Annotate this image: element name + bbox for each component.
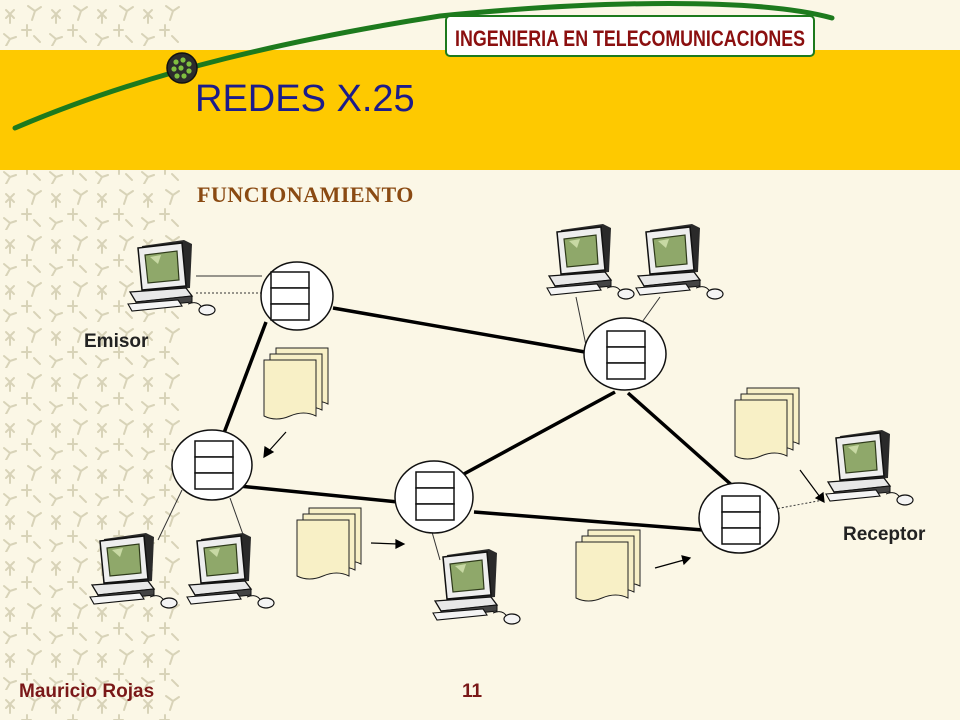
access-line-receptor-dotted bbox=[769, 499, 824, 511]
title-bullet-icon bbox=[166, 52, 198, 84]
trunk-link-3-4 bbox=[228, 483, 399, 504]
access-line-bottom-left bbox=[157, 489, 183, 541]
receptor-computer-icon bbox=[825, 430, 914, 506]
access-line-bottom-right bbox=[229, 497, 246, 541]
flow-arrow-2-head bbox=[395, 539, 406, 549]
switch-node-2 bbox=[583, 317, 667, 391]
computer-icon bbox=[546, 224, 635, 300]
computer-icon bbox=[186, 533, 275, 609]
flow-arrow-3 bbox=[654, 559, 685, 569]
emisor-computer-icon bbox=[127, 240, 216, 316]
computer-icon bbox=[432, 549, 521, 625]
packet-stack-icon bbox=[575, 529, 641, 602]
switch-node-4 bbox=[394, 460, 474, 534]
page-number: 11 bbox=[462, 681, 483, 702]
packet-stack-icon bbox=[263, 347, 329, 420]
footer-author: Mauricio Rojas bbox=[19, 681, 155, 702]
packet-stack-icon bbox=[296, 507, 362, 580]
flow-arrow-1-head bbox=[263, 445, 275, 459]
switch-node-5 bbox=[698, 482, 780, 554]
flow-arrow-2 bbox=[370, 542, 399, 545]
trunk-link-2-5 bbox=[626, 391, 737, 490]
computer-icon bbox=[635, 224, 724, 300]
flow-arrow-1 bbox=[267, 431, 287, 453]
switch-node-1 bbox=[260, 261, 334, 331]
sender-label: Emisor bbox=[84, 331, 149, 352]
receiver-label: Receptor bbox=[843, 524, 926, 545]
trunk-link-1-2 bbox=[332, 306, 586, 354]
trunk-link-1-3 bbox=[222, 321, 268, 434]
title-band bbox=[0, 50, 960, 170]
banner-swoosh bbox=[12, 1, 835, 131]
banner-box bbox=[445, 15, 815, 57]
flow-arrow-3-head bbox=[681, 555, 692, 566]
slide-title: REDES X.25 bbox=[195, 78, 415, 120]
switch-node-3 bbox=[171, 429, 253, 501]
packet-stack-icon bbox=[734, 387, 800, 460]
trunk-link-4-2 bbox=[461, 390, 616, 477]
computer-icon bbox=[89, 533, 178, 609]
trunk-link-4-5 bbox=[473, 510, 704, 532]
slide-subtitle: FUNCIONAMIENTO bbox=[197, 182, 414, 207]
access-line-top-right bbox=[639, 296, 661, 326]
banner-text: INGENIERIA EN TELECOMUNICACIONES bbox=[455, 26, 805, 51]
flow-arrow-4 bbox=[799, 469, 821, 498]
flow-arrow-4-head bbox=[814, 491, 825, 504]
